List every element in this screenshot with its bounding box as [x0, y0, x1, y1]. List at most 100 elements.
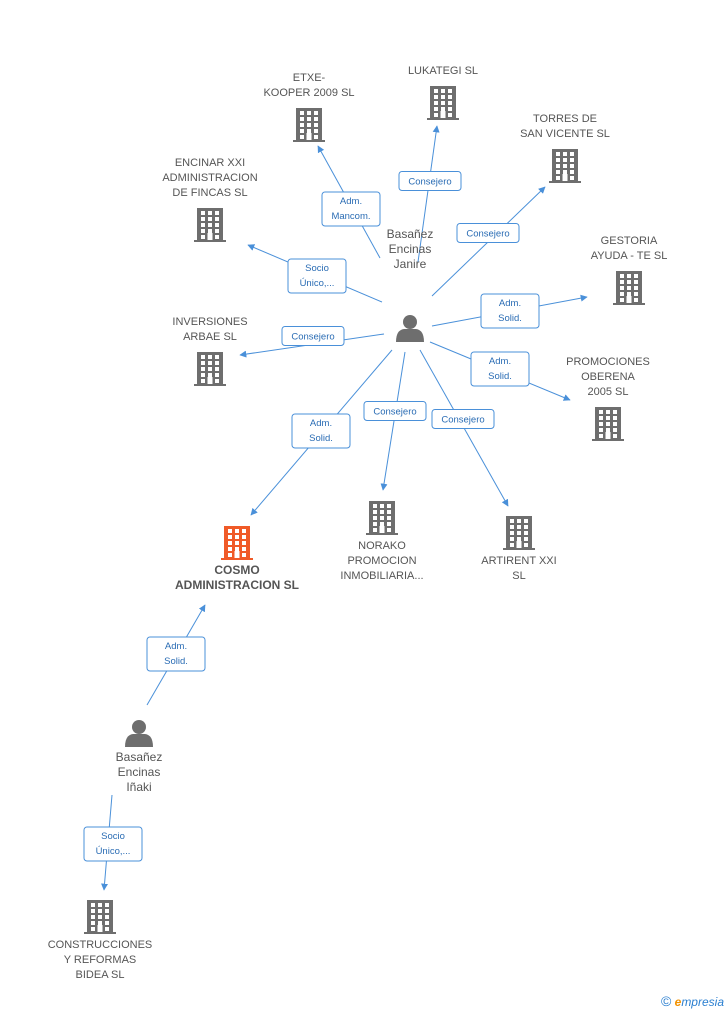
brand-name: mpresia [681, 995, 724, 1009]
edge-label-p1-gestoria[interactable]: Adm. Solid. [480, 293, 540, 329]
edge-label-p1-torres[interactable]: Consejero [456, 223, 520, 243]
brand-e: e [674, 995, 682, 1009]
edge-label-p1-promociones[interactable]: Adm. Solid. [470, 351, 530, 387]
person-icon [125, 720, 153, 747]
edge-label-box [281, 326, 345, 346]
building-icon [592, 407, 624, 441]
edge-label-text: Solid. [164, 656, 188, 667]
edge-label-box [146, 636, 206, 672]
node-lukategi[interactable]: LUKATEGI SL [408, 65, 478, 120]
edge-label-box [321, 191, 381, 227]
building-icon [84, 900, 116, 934]
edge-label-box [287, 258, 347, 294]
node-label-line: TORRES DE [533, 113, 597, 125]
node-label-line: COSMO [214, 563, 259, 577]
node-label-line: Encinas [118, 765, 161, 779]
edge-label-text: Adm. [340, 196, 362, 207]
node-label-line: PROMOCIONES [566, 356, 650, 368]
node-label-line: Janire [394, 257, 427, 271]
building-icon [549, 149, 581, 183]
edge-label-text: Consejero [408, 177, 451, 188]
edge-label-p1-encinar[interactable]: SocioÚnico,... [287, 258, 347, 294]
footer-brand[interactable]: © empresia [661, 993, 724, 1009]
node-label-line: KOOPER 2009 SL [263, 87, 354, 99]
node-label-line: 2005 SL [588, 386, 629, 398]
nodes-layer: BasañezEncinasJanireBasañezEncinasIñakiL… [48, 65, 668, 981]
edge-label-text: Solid. [488, 371, 512, 382]
building-icon [427, 86, 459, 120]
edge-label-p2-construcciones[interactable]: SocioÚnico,... [83, 826, 143, 862]
node-label-line: CONSTRUCCIONES [48, 939, 153, 951]
node-label-line: ADMINISTRACION SL [175, 578, 299, 592]
node-label-line: ADMINISTRACION [162, 172, 257, 184]
edge-label-text: Adm. [499, 298, 521, 309]
edge-label-text: Adm. [310, 418, 332, 429]
edge-label-p1-cosmo[interactable]: Adm.Solid. [291, 413, 351, 449]
building-icon [194, 352, 226, 386]
node-inversiones[interactable]: INVERSIONES ARBAE SL [172, 316, 248, 386]
edge-label-p1-artirent[interactable]: Consejero [431, 409, 495, 429]
edge-label-box [83, 826, 143, 862]
node-label-line: ARBAE SL [183, 331, 237, 343]
person-icon [396, 315, 424, 342]
edge-label-box [291, 413, 351, 449]
node-label-line: Y REFORMAS [64, 954, 137, 966]
edge-label-text: Adm. [165, 641, 187, 652]
edge-label-p1-etxe[interactable]: Adm. Mancom. [321, 191, 381, 227]
edge-label-p1-inversiones[interactable]: Consejero [281, 326, 345, 346]
edge-label-text: Único,... [300, 278, 335, 289]
node-label-line: ETXE- [293, 72, 326, 84]
node-label-line: OBERENA [581, 371, 635, 383]
node-gestoria[interactable]: GESTORIA AYUDA - TE SL [591, 235, 668, 305]
node-label-line: PROMOCION [347, 555, 416, 567]
building-icon [613, 271, 645, 305]
node-label-line: DE FINCAS SL [172, 187, 247, 199]
edge-p1-lukategi [417, 125, 440, 263]
node-artirent[interactable]: ARTIRENT XXI SL [481, 516, 557, 582]
node-construcciones[interactable]: CONSTRUCCIONES Y REFORMAS BIDEA SL [48, 900, 153, 981]
edge-label-text: Mancom. [331, 211, 370, 222]
node-label-line: NORAKO [358, 540, 406, 552]
node-label-line: AYUDA - TE SL [591, 250, 668, 262]
node-norako[interactable]: NORAKO PROMOCION INMOBILIARIA... [340, 501, 424, 582]
edge-label-text: Consejero [466, 229, 509, 240]
building-icon [366, 501, 398, 535]
building-icon [221, 526, 253, 560]
edge-label-box [480, 293, 540, 329]
building-icon [194, 208, 226, 242]
node-label-line: ARTIRENT XXI [481, 555, 556, 567]
edge-label-p2-cosmo[interactable]: Adm. Solid. [146, 636, 206, 672]
node-label-line: Iñaki [126, 780, 151, 794]
edge-label-box [470, 351, 530, 387]
node-label-line: ENCINAR XXI [175, 157, 245, 169]
node-label-line: INVERSIONES [172, 316, 247, 328]
edge-labels-layer: ConsejeroAdm.Mancom.ConsejeroSocioÚnico,… [83, 171, 540, 862]
node-label-line: Basañez [116, 750, 163, 764]
edge-label-text: Consejero [291, 332, 334, 343]
edge-label-text: Adm. [489, 356, 511, 367]
node-label-line: LUKATEGI SL [408, 65, 478, 77]
edge-label-text: Consejero [441, 415, 484, 426]
node-promociones[interactable]: PROMOCIONES OBERENA 2005 SL [566, 356, 650, 441]
edge-label-text: Único,... [96, 846, 131, 857]
edge-label-p1-lukategi[interactable]: Consejero [398, 171, 462, 191]
node-label-line: SL [512, 570, 525, 582]
node-encinar[interactable]: ENCINAR XXI ADMINISTRACION DE FINCAS SL [162, 157, 258, 242]
edge-label-box [398, 171, 462, 191]
node-label-line: GESTORIA [601, 235, 658, 247]
building-icon [293, 108, 325, 142]
edge-label-p1-norako[interactable]: Consejero [363, 401, 427, 421]
edge-label-text: Solid. [498, 313, 522, 324]
node-label-line: BIDEA SL [76, 969, 125, 981]
edge-label-text: Socio [305, 263, 329, 274]
node-label-line: Encinas [389, 242, 432, 256]
node-etxe[interactable]: ETXE- KOOPER 2009 SL [263, 72, 355, 142]
edge-label-text: Consejero [373, 407, 416, 418]
edge-label-box [431, 409, 495, 429]
node-label-line: INMOBILIARIA... [340, 570, 423, 582]
